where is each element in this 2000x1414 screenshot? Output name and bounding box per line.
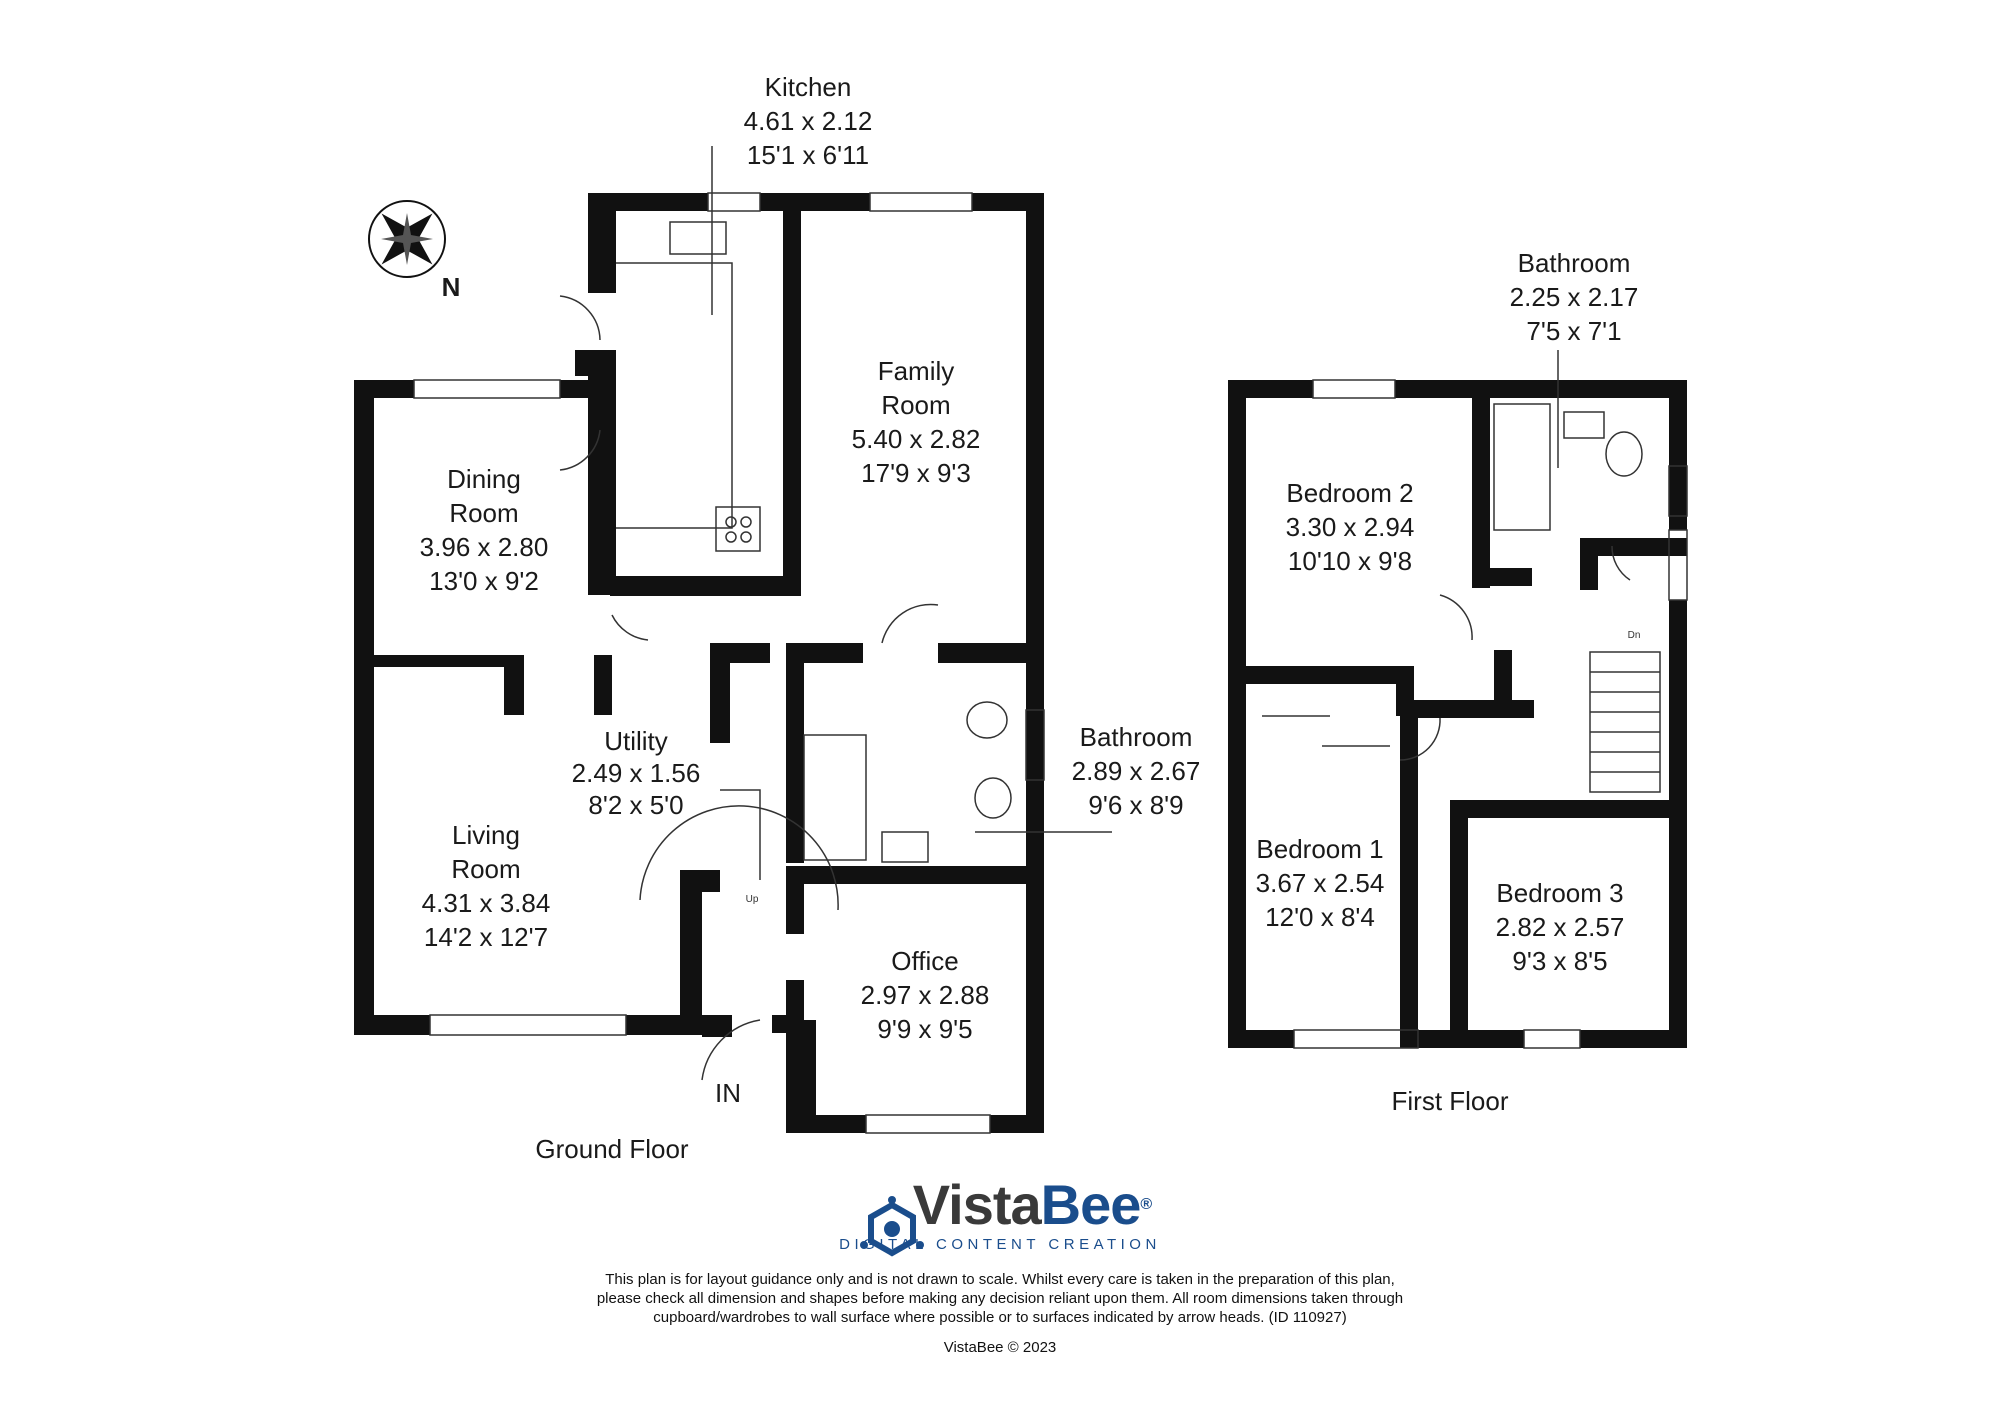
bedroom3-name: Bedroom 3	[1496, 878, 1623, 908]
utility-metric: 2.49 x 1.56	[572, 758, 701, 788]
leader-lines	[711, 146, 1112, 833]
living-room-name-line1: Living	[452, 820, 520, 850]
ff-bathroom-name: Bathroom	[1518, 248, 1631, 278]
bedroom1-imperial: 12'0 x 8'4	[1265, 902, 1375, 932]
first-floor-walls	[1228, 380, 1687, 1048]
dining-room-imperial: 13'0 x 9'2	[429, 566, 539, 596]
disclaimer-line-1: This plan is for layout guidance only an…	[605, 1271, 1395, 1288]
office-name: Office	[891, 946, 958, 976]
copyright: VistaBee © 2023	[943, 1339, 1057, 1356]
vistabee-brand: VistaBee® DIGITAL CONTENT CREATION	[839, 1176, 1161, 1254]
entrance-label: IN	[715, 1078, 741, 1108]
first-floor-labels: Bathroom 2.25 x 2.17 7'5 x 7'1 Bedroom 2…	[1256, 248, 1641, 1116]
ground-floor-windows	[413, 192, 1045, 1134]
disclaimer-line-3: cupboard/wardrobes to wall surface where…	[653, 1309, 1347, 1326]
footer: VistaBee® DIGITAL CONTENT CREATION This …	[0, 1176, 2000, 1357]
living-room-imperial: 14'2 x 12'7	[424, 922, 548, 952]
living-room-metric: 4.31 x 3.84	[422, 888, 551, 918]
brand-tagline: DIGITAL CONTENT CREATION	[839, 1236, 1161, 1253]
family-room-name-line1: Family	[878, 356, 955, 386]
first-floor-label: First Floor	[1392, 1086, 1509, 1116]
first-floor-fixtures	[1262, 403, 1661, 793]
bedroom1-name: Bedroom 1	[1256, 834, 1383, 864]
disclaimer-line-2: please check all dimension and shapes be…	[596, 1290, 1404, 1307]
kitchen-metric: 4.61 x 2.12	[744, 106, 873, 136]
ff-bathroom-metric: 2.25 x 2.17	[1510, 282, 1639, 312]
ff-bathroom-imperial: 7'5 x 7'1	[1526, 316, 1621, 346]
disclaimer: This plan is for layout guidance only an…	[0, 1270, 2000, 1327]
utility-imperial: 8'2 x 5'0	[588, 790, 683, 820]
bedroom3-imperial: 9'3 x 8'5	[1512, 946, 1607, 976]
office-metric: 2.97 x 2.88	[861, 980, 990, 1010]
brand-wordmark: VistaBee®	[839, 1176, 1161, 1234]
stairs-up-label: Up	[746, 894, 759, 905]
ground-floor-walls	[354, 193, 1044, 1133]
dining-room-name-line1: Dining	[447, 464, 521, 494]
ground-floor-labels: Kitchen 4.61 x 2.12 15'1 x 6'11 Family R…	[420, 72, 1201, 1164]
ground-floor-fixtures	[559, 221, 1012, 1081]
bedroom2-name: Bedroom 2	[1286, 478, 1413, 508]
compass-rose-icon	[368, 200, 446, 278]
dining-room-name-line2: Room	[449, 498, 518, 528]
bedroom2-imperial: 10'10 x 9'8	[1288, 546, 1412, 576]
family-room-metric: 5.40 x 2.82	[852, 424, 981, 454]
brand-name-bee: Bee	[1040, 1173, 1142, 1236]
kitchen-imperial: 15'1 x 6'11	[747, 140, 869, 170]
first-floor-windows	[1293, 379, 1688, 1049]
gf-bathroom-name: Bathroom	[1080, 722, 1193, 752]
vistabee-hexagon-icon	[860, 1196, 924, 1257]
brand-name-vista: Vista	[912, 1173, 1042, 1236]
gf-bathroom-metric: 2.89 x 2.67	[1072, 756, 1201, 786]
gf-bathroom-imperial: 9'6 x 8'9	[1088, 790, 1183, 820]
kitchen-name: Kitchen	[765, 72, 852, 102]
family-room-imperial: 17'9 x 9'3	[861, 458, 971, 488]
bedroom1-metric: 3.67 x 2.54	[1256, 868, 1385, 898]
office-imperial: 9'9 x 9'5	[877, 1014, 972, 1044]
bedroom2-metric: 3.30 x 2.94	[1286, 512, 1415, 542]
dining-room-metric: 3.96 x 2.80	[420, 532, 549, 562]
living-room-name-line2: Room	[451, 854, 520, 884]
family-room-name-line2: Room	[881, 390, 950, 420]
compass-north-label: N	[442, 272, 461, 302]
bedroom3-metric: 2.82 x 2.57	[1496, 912, 1625, 942]
utility-name: Utility	[604, 726, 668, 756]
stairs-down-label: Dn	[1628, 630, 1641, 641]
ground-floor-label: Ground Floor	[535, 1134, 689, 1164]
brand-registered-mark: ®	[1140, 1196, 1152, 1213]
